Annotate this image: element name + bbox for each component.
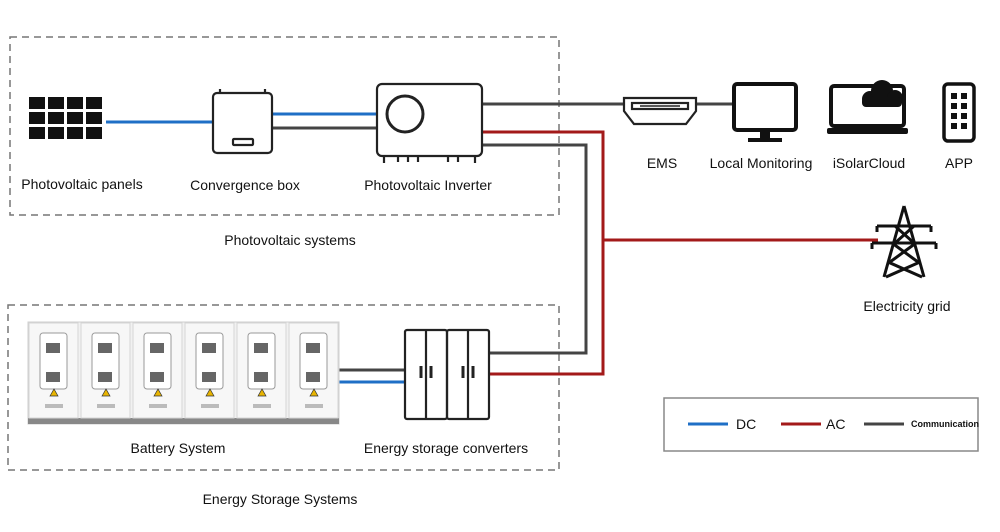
comm-line-inverter-converter: [482, 143, 588, 355]
photovoltaic-systems-label: Photovoltaic systems: [224, 232, 356, 248]
battery-module-4: [184, 322, 235, 419]
app-label: APP: [944, 155, 974, 171]
convergence-box-icon: [211, 89, 274, 155]
isolarcloud-label: iSolarCloud: [832, 155, 906, 171]
electricity-grid-label: Electricity grid: [863, 298, 951, 314]
battery-cabinet-icon: [27, 321, 340, 425]
energy-storage-converters-label: Energy storage converters: [363, 440, 529, 456]
solar-panel-icon: [29, 97, 102, 139]
legend-dc-label: DC: [736, 416, 757, 432]
battery-module-2: [80, 322, 131, 419]
phone-icon: [942, 82, 976, 143]
photovoltaic-inverter-label: Photovoltaic Inverter: [364, 177, 492, 193]
monitor-icon: [732, 82, 798, 142]
legend-communication-label: Communication: [911, 419, 980, 429]
laptop-cloud-icon: [827, 80, 908, 134]
ac-line-inverter-grid: [482, 130, 878, 242]
legend: [663, 397, 979, 452]
converter-cabinet-icon: [403, 328, 491, 421]
ac-line-converter: [490, 240, 605, 376]
inverter-icon: [375, 82, 484, 163]
convergence-box-label: Convergence box: [190, 177, 300, 193]
photovoltaic-systems-box: [9, 36, 560, 216]
transmission-tower-icon: [870, 205, 938, 279]
legend-ac-label: AC: [826, 416, 846, 432]
battery-module-1: [28, 322, 79, 419]
battery-module-6: [288, 322, 339, 419]
ems-icon: [622, 96, 698, 126]
battery-module-5: [236, 322, 287, 419]
photovoltaic-panels-label: Photovoltaic panels: [21, 176, 143, 192]
ems-label: EMS: [646, 155, 678, 171]
energy-storage-systems-label: Energy Storage Systems: [202, 491, 358, 507]
local-monitoring-label: Local Monitoring: [709, 155, 813, 171]
battery-system-label: Battery System: [130, 440, 226, 456]
battery-module-3: [132, 322, 183, 419]
energy-storage-systems-box: [7, 304, 560, 471]
